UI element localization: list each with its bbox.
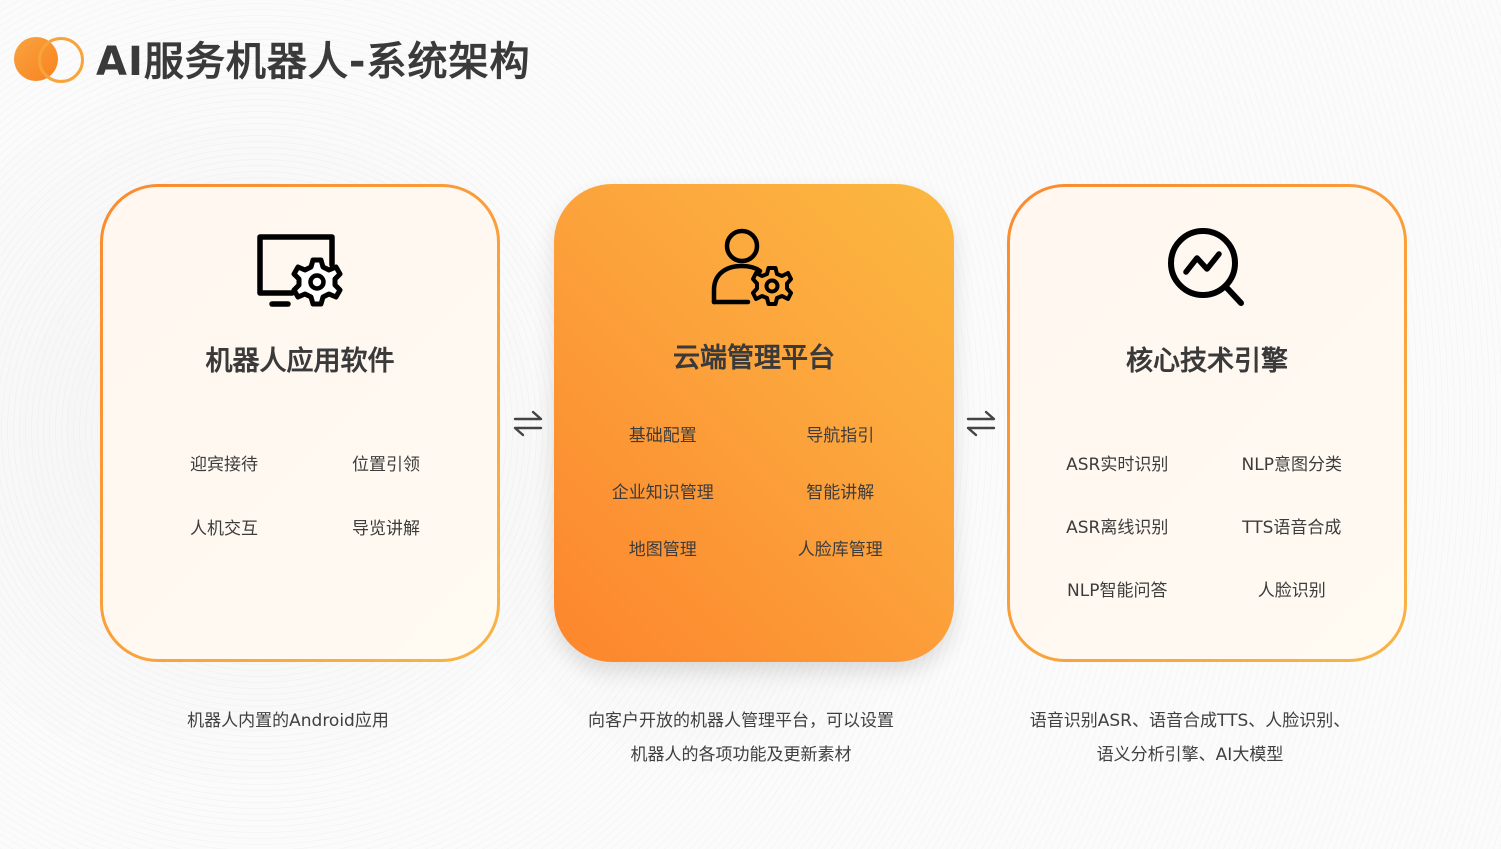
header: AI服务机器人-系统架构 <box>14 30 530 86</box>
feature-item: ASR实时识别 <box>1066 455 1169 475</box>
feature-item: 人脸库管理 <box>797 540 883 560</box>
feature-item: NLP智能问答 <box>1067 581 1168 601</box>
overlapping-circles-logo-icon <box>14 33 86 83</box>
feature-item: ASR离线识别 <box>1066 518 1169 538</box>
feature-item: 人机交互 <box>190 519 258 539</box>
feature-item: 位置引领 <box>352 455 420 475</box>
feature-list: ASR实时识别 NLP意图分类 ASR离线识别 TTS语音合成 NLP智能问答 … <box>1010 455 1404 601</box>
card-title: 机器人应用软件 <box>205 346 395 377</box>
page-title: AI服务机器人-系统架构 <box>96 39 531 85</box>
card-cloud-platform: 云端管理平台 基础配置 导航指引 企业知识管理 智能讲解 地图管理 人脸库管理 <box>554 184 954 662</box>
feature-item: 人脸识别 <box>1257 581 1326 601</box>
feature-list: 迎宾接待 位置引领 人机交互 导览讲解 <box>103 455 497 539</box>
feature-item: 导航指引 <box>806 426 875 446</box>
card-description: 语音识别ASR、语音合成TTS、人脸识别、 语义分析引擎、AI大模型 <box>990 704 1390 772</box>
feature-item: 迎宾接待 <box>190 455 258 475</box>
feature-item: TTS语音合成 <box>1242 518 1342 538</box>
description-line: 机器人内置的Android应用 <box>187 711 389 731</box>
card-robot-app: 机器人应用软件 迎宾接待 位置引领 人机交互 导览讲解 <box>100 184 500 662</box>
feature-item: 智能讲解 <box>806 483 875 503</box>
card-title: 核心技术引擎 <box>1126 346 1288 377</box>
card-description: 机器人内置的Android应用 <box>100 704 476 738</box>
card-title: 云端管理平台 <box>673 343 835 374</box>
card-description: 向客户开放的机器人管理平台，可以设置 机器人的各项功能及更新素材 <box>540 704 942 772</box>
feature-item: 企业知识管理 <box>611 483 714 503</box>
description-line: 向客户开放的机器人管理平台，可以设置 <box>588 711 894 731</box>
feature-item: NLP意图分类 <box>1241 455 1342 475</box>
user-gear-icon <box>711 228 793 306</box>
bidirectional-arrows-icon <box>513 410 543 437</box>
description-line: 语音识别ASR、语音合成TTS、人脸识别、 <box>1029 711 1351 731</box>
description-line: 语义分析引擎、AI大模型 <box>1096 745 1284 765</box>
card-core-engine: 核心技术引擎 ASR实时识别 NLP意图分类 ASR离线识别 TTS语音合成 N… <box>1007 184 1407 662</box>
search-chart-icon <box>1168 228 1244 306</box>
feature-item: 导览讲解 <box>352 519 420 539</box>
monitor-gear-icon <box>257 234 343 307</box>
feature-item: 基础配置 <box>628 426 697 446</box>
bidirectional-arrows-icon <box>966 410 996 437</box>
feature-list: 基础配置 导航指引 企业知识管理 智能讲解 地图管理 人脸库管理 <box>554 426 954 560</box>
description-line: 机器人的各项功能及更新素材 <box>630 745 852 765</box>
feature-item: 地图管理 <box>628 540 697 560</box>
